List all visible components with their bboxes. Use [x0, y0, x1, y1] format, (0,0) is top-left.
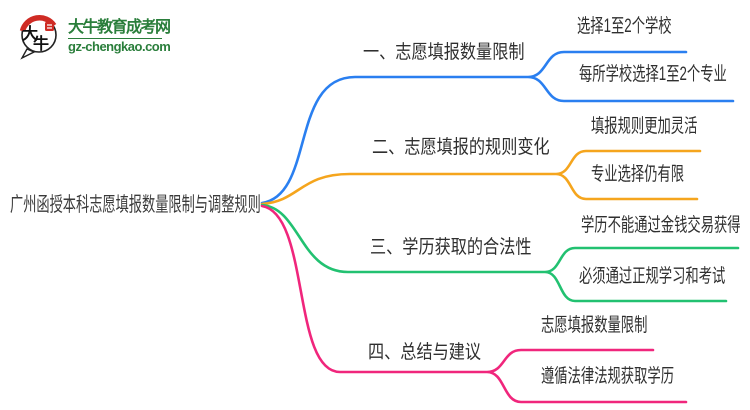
site-url: gz-chengkao.com	[68, 38, 171, 54]
branch-node-4: 四、总结与建议	[368, 342, 482, 363]
site-name: 大牛教育成考网	[68, 18, 171, 36]
site-logo[interactable]: 大 牛 大牛教育成考网 gz-chengkao.com	[14, 12, 171, 60]
leaf-node-4-1: 志愿填报数量限制	[541, 315, 648, 336]
svg-text:大: 大	[22, 24, 38, 43]
ox-badge-icon: 大 牛	[19, 15, 57, 60]
leaf-node-4-2: 遵循法律法规获取学历	[541, 366, 675, 387]
branch-node-1: 一、志愿填报数量限制	[363, 42, 525, 63]
branch-node-2: 二、志愿填报的规则变化	[372, 137, 550, 158]
logo-divider	[68, 37, 162, 39]
branch-3-connector	[260, 203, 740, 303]
leaf-node-2-2: 专业选择仍有限	[591, 164, 685, 185]
svg-text:牛: 牛	[33, 34, 49, 53]
leaf-node-1-1: 选择1至2个学校	[577, 16, 672, 37]
branch-4-connector	[260, 204, 688, 404]
branch-1-connector	[260, 50, 735, 205]
leaf-node-3-2: 必须通过正规学习和考试	[579, 266, 726, 287]
branch-2-connector	[260, 149, 702, 206]
leaf-node-2-1: 填报规则更加灵活	[591, 116, 698, 137]
leaf-node-1-2: 每所学校选择1至2个专业	[579, 64, 727, 85]
leaf-node-3-1: 学历不能通过金钱交易获得	[581, 215, 741, 236]
root-node: 广州函授本科志愿填报数量限制与调整规则	[10, 194, 261, 216]
branch-node-3: 三、学历获取的合法性	[370, 237, 532, 258]
